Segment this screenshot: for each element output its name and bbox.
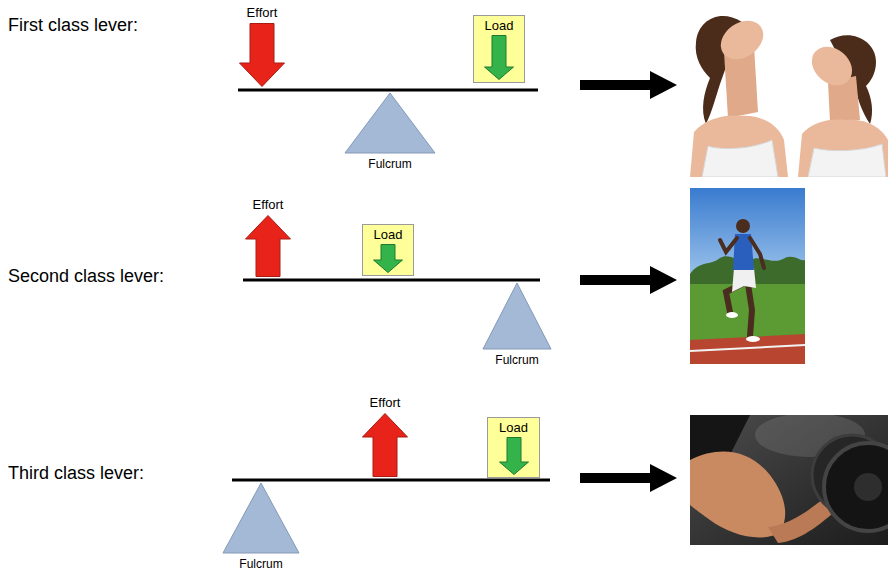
lever-bar [232, 479, 550, 482]
effort-arrow: Effort [362, 393, 408, 477]
effort-arrow-shape [363, 414, 408, 477]
upper-arm [690, 452, 785, 538]
effort-shape [362, 413, 408, 477]
load-label: Load [499, 419, 528, 436]
face [713, 13, 770, 67]
neck-flexion-photo [680, 0, 888, 177]
effort-arrow: Effort [239, 3, 285, 87]
lever-bar [243, 279, 540, 282]
fulcrum-triangle-shape [483, 283, 551, 349]
load-box: Load [362, 224, 414, 276]
arm [750, 238, 764, 268]
lever-class-label: Third class lever: [8, 462, 144, 484]
load-arrow [373, 244, 403, 273]
grass [690, 284, 805, 340]
tank-top [808, 144, 886, 177]
effort-arrow-shape [240, 24, 285, 87]
biceps-curl-photo [690, 415, 888, 545]
shoulders [690, 116, 788, 177]
load-box: Load [487, 417, 540, 478]
load-arrow-shape [485, 36, 514, 80]
effort-label: Effort [247, 5, 278, 21]
effort-shape [245, 215, 291, 277]
fulcrum-triangle: Fulcrum [222, 482, 300, 572]
shoe [746, 336, 760, 342]
load-arrow [499, 437, 529, 475]
fulcrum-shape [222, 482, 300, 554]
shoe [726, 312, 738, 318]
fulcrum-label: Fulcrum [239, 557, 282, 572]
pointer-arrow [580, 71, 677, 99]
tank-top [702, 140, 778, 177]
fulcrum-triangle: Fulcrum [482, 282, 552, 368]
lever-class-label: Second class lever: [8, 265, 164, 287]
leg [748, 284, 752, 336]
dumbbell-plate [824, 443, 888, 531]
effort-arrow-shape [246, 216, 291, 277]
load-label: Load [374, 226, 403, 243]
lever-class-label: First class lever: [8, 14, 138, 36]
track-line [690, 345, 805, 351]
photo-ground [680, 0, 888, 177]
fulcrum-triangle: Fulcrum [344, 92, 436, 172]
track [690, 334, 805, 364]
pointer-arrow [580, 266, 677, 294]
fulcrum-triangle-shape [223, 483, 299, 553]
shorts [732, 268, 756, 292]
effort-shape [239, 23, 285, 87]
fulcrum-shape [482, 282, 552, 350]
load-label: Load [485, 17, 514, 34]
shoulders [798, 120, 888, 177]
load-arrow-shape [499, 438, 528, 475]
fulcrum-triangle-shape [345, 93, 435, 153]
plate-hub [854, 473, 882, 501]
head [736, 219, 750, 233]
load-arrow [484, 35, 514, 80]
fulcrum-label: Fulcrum [495, 353, 538, 368]
effort-arrow: Effort [245, 195, 291, 277]
effort-label: Effort [253, 197, 284, 213]
fulcrum-label: Fulcrum [368, 157, 411, 172]
fulcrum-shape [344, 92, 436, 154]
load-arrow-shape [374, 245, 403, 273]
lever-bar [238, 89, 538, 92]
effort-label: Effort [370, 395, 401, 411]
pointer-arrow [580, 464, 677, 492]
runner-photo [690, 188, 805, 364]
load-box: Load [473, 15, 525, 83]
arm [720, 238, 737, 252]
face [804, 39, 860, 93]
